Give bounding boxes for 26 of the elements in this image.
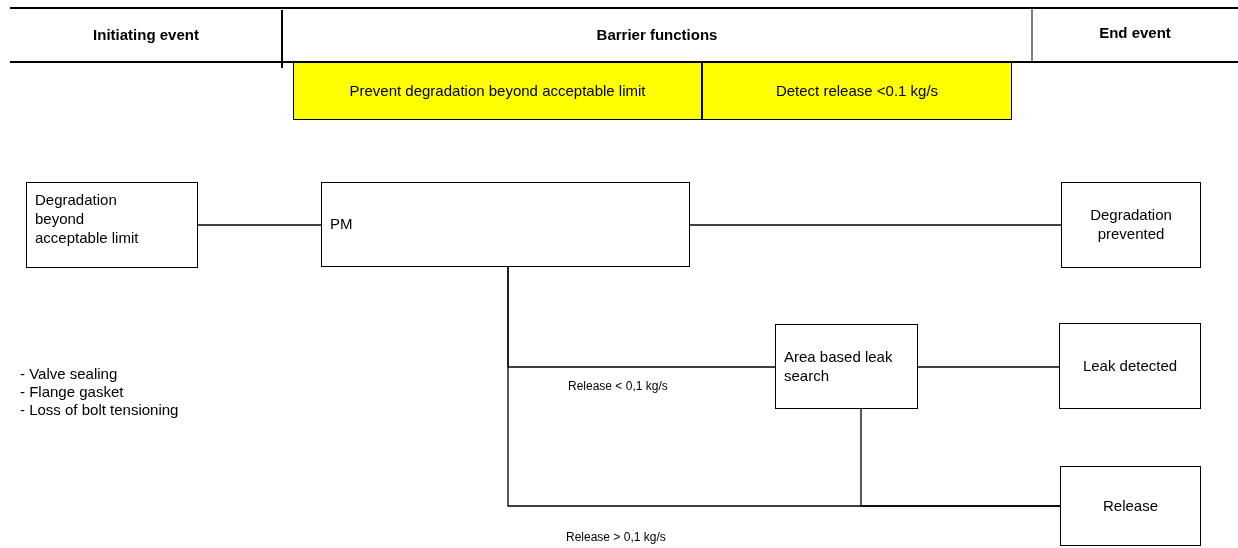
box-text: Release: [1101, 496, 1159, 516]
connector-line: [860, 408, 1061, 507]
box-text: PM: [330, 215, 353, 234]
box-text: Degradation prevented: [1089, 206, 1173, 244]
column-header: Barrier functions: [595, 25, 719, 45]
box-text: Prevent degradation beyond acceptable limit: [348, 81, 647, 101]
box-text: Degradation beyond acceptable limit: [35, 191, 140, 248]
event-box: [321, 182, 690, 267]
connector-line: [917, 366, 1060, 368]
event-box: [1061, 182, 1201, 268]
event-box: [775, 324, 918, 409]
event-box: [1059, 323, 1201, 409]
connector-line: [197, 224, 322, 226]
list-item: - Loss of bolt tensioning: [20, 400, 180, 420]
box-text: Area based leak search: [784, 347, 894, 386]
barrier-function-box: [293, 62, 702, 120]
box-text: Detect release <0.1 kg/s: [774, 81, 940, 101]
event-box: [1060, 466, 1201, 546]
connector-line: [689, 224, 1062, 226]
column-header: Initiating event: [92, 25, 200, 45]
barrier-function-box: [702, 62, 1012, 120]
list-item: - Flange gasket: [20, 382, 125, 402]
event-box: [26, 182, 198, 268]
box-text: Leak detected: [1081, 356, 1179, 376]
list-item: - Valve sealing: [20, 364, 119, 384]
column-header: End event: [1098, 23, 1172, 43]
